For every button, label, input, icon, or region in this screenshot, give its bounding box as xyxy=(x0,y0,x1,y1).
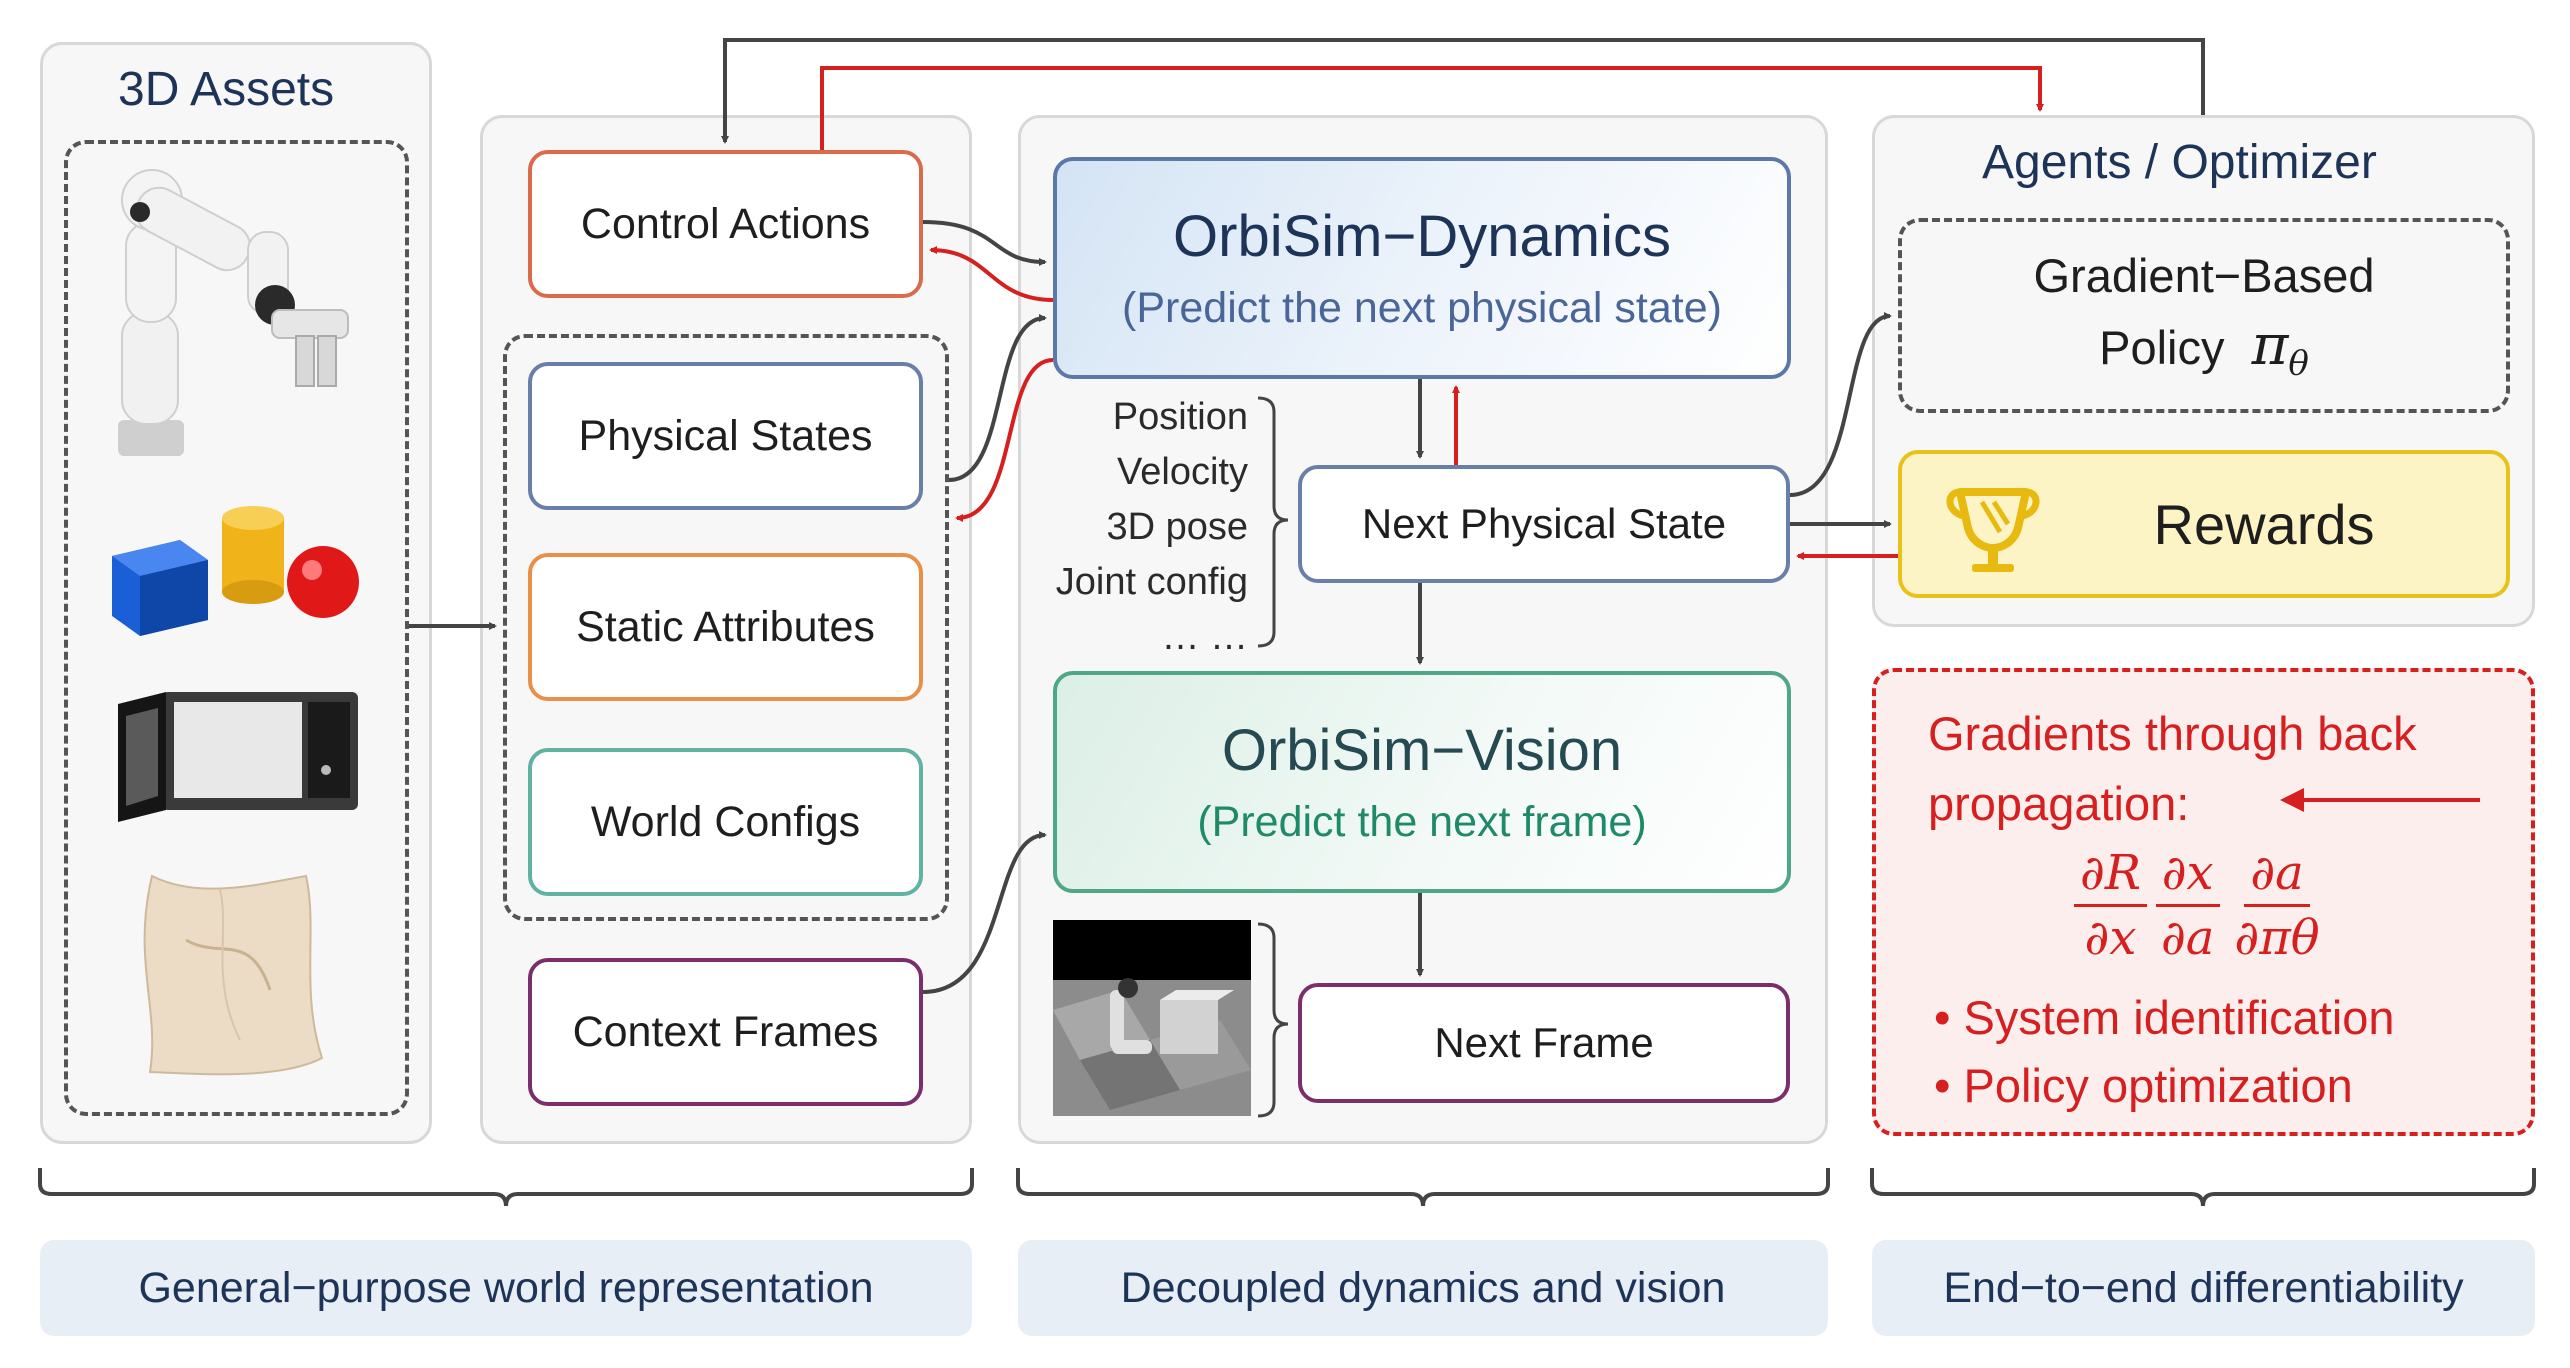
assets-group xyxy=(64,140,409,1116)
bullet-system-identification: • System identification xyxy=(1934,991,2395,1044)
gradients-line1: Gradients through back xyxy=(1928,707,2417,760)
rewards-label: Rewards xyxy=(2153,492,2375,556)
gradients-box xyxy=(1872,668,2535,1136)
next-frame-box: Next Frame xyxy=(1298,983,1790,1103)
caption-differentiability: End−to−end differentiability xyxy=(1872,1240,2535,1336)
vision-subtitle: (Predict the next frame) xyxy=(1197,798,1647,846)
next-physical-state-box: Next Physical State xyxy=(1298,465,1790,583)
fraction-dx-da: ∂x∂a xyxy=(2155,842,2220,969)
agents-title: Agents / Optimizer xyxy=(1982,136,2377,189)
caption-world-representation: General−purpose world representation xyxy=(40,1240,972,1336)
policy-line1: Gradient−Based xyxy=(2033,248,2375,302)
static-attributes-box: Static Attributes xyxy=(528,553,923,701)
dynamics-title: OrbiSim−Dynamics xyxy=(1173,204,1671,269)
state-item: … … xyxy=(1161,616,1248,658)
trophy-icon xyxy=(1946,488,2040,572)
policy-sub: θ xyxy=(2288,343,2309,384)
state-item: Joint config xyxy=(1055,561,1248,603)
state-item: Velocity xyxy=(1117,451,1248,493)
control-actions-box: Control Actions xyxy=(528,150,923,298)
state-group xyxy=(503,334,949,921)
dynamics-subtitle: (Predict the next physical state) xyxy=(1122,284,1722,332)
bullet-policy-optimization: • Policy optimization xyxy=(1934,1059,2353,1112)
policy-line2: Policy xyxy=(2099,320,2225,374)
policy-box: Gradient−Based Policy πθ xyxy=(1898,218,2510,413)
rewards-box: Rewards xyxy=(1898,450,2510,598)
gradient-formula: ∂R∂x ∂x∂a ∂a∂πθ xyxy=(2070,842,2330,969)
vision-box: OrbiSim−Vision (Predict the next frame) xyxy=(1053,671,1791,893)
world-configs-box: World Configs xyxy=(528,748,923,896)
context-frames-box: Context Frames xyxy=(528,958,923,1106)
dynamics-box: OrbiSim−Dynamics (Predict the next physi… xyxy=(1053,157,1791,379)
policy-symbol: π xyxy=(2251,312,2289,378)
state-item: Position xyxy=(1112,396,1248,438)
state-list: Position Velocity 3D pose Joint config …… xyxy=(1030,390,1248,665)
vision-title: OrbiSim−Vision xyxy=(1221,718,1623,783)
fraction-da-dpi: ∂a∂πθ xyxy=(2228,842,2325,969)
state-item: 3D pose xyxy=(1106,506,1248,548)
policy-line2-row: Policy πθ xyxy=(2099,313,2309,383)
physical-states-box: Physical States xyxy=(528,362,923,510)
caption-dynamics-vision: Decoupled dynamics and vision xyxy=(1018,1240,1828,1336)
gradients-line2: propagation: xyxy=(1928,777,2190,830)
assets-title: 3D Assets xyxy=(118,63,335,116)
fraction-dR-dx: ∂R∂x xyxy=(2074,842,2147,969)
